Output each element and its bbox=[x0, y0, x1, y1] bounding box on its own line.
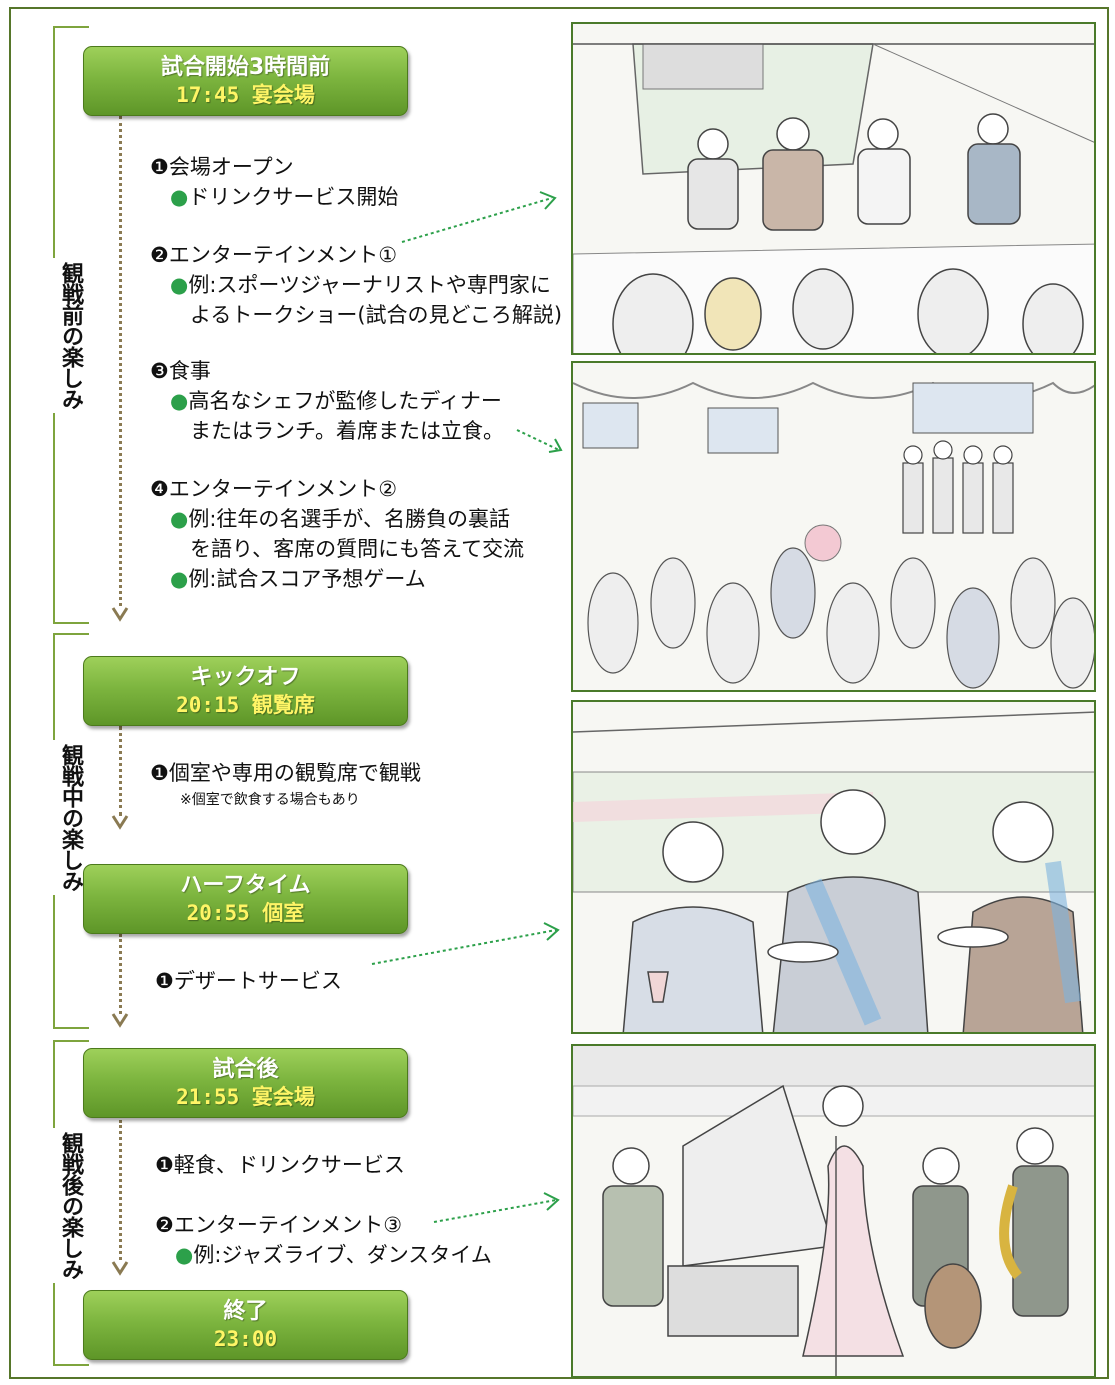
sub-item: ●例:ジャズライブ、ダンスタイム bbox=[175, 1240, 492, 1270]
sub-item-text: 例:スポーツジャーナリストや専門家に bbox=[188, 273, 551, 297]
flow-arrow-icon bbox=[111, 607, 129, 622]
badge-title: キックオフ bbox=[190, 665, 301, 690]
sub-item-text: 例:往年の名選手が、名勝負の裏話 bbox=[188, 507, 510, 531]
pointer-arrow-icon bbox=[433, 1192, 560, 1223]
badge-halftime: ハーフタイム 20:55 個室 bbox=[83, 864, 408, 934]
talk-show-illustration bbox=[571, 22, 1096, 355]
sub-item-cont: を語り、客席の質問にも答えて交流 bbox=[190, 537, 525, 561]
badge-time: 20:55 個室 bbox=[186, 901, 305, 925]
badge-time: 23:00 bbox=[213, 1327, 278, 1351]
item-entertainment-1: ❷エンターテインメント① bbox=[150, 243, 398, 267]
item-dessert: ❶デザートサービス bbox=[155, 969, 342, 993]
badge-title: 終了 bbox=[223, 1299, 268, 1324]
bullet-icon: ● bbox=[170, 567, 189, 591]
jazz-live-illustration bbox=[571, 1044, 1096, 1378]
sub-item: ●例:往年の名選手が、名勝負の裏話 bbox=[170, 504, 510, 534]
sub-item: ●高名なシェフが監修したディナー bbox=[170, 386, 502, 416]
flow-line bbox=[119, 726, 122, 816]
pointer-arrow-icon bbox=[401, 191, 557, 243]
badge-post-match: 試合後 21:55 宴会場 bbox=[83, 1048, 408, 1118]
bullet-icon: ● bbox=[170, 185, 189, 209]
badge-time: 17:45 宴会場 bbox=[176, 83, 315, 107]
item-entertainment-2: ❹エンターテインメント② bbox=[150, 477, 398, 501]
badge-title: 試合後 bbox=[212, 1057, 279, 1082]
phase-label-during: 観戦中の楽しみ bbox=[30, 740, 83, 895]
dinner-illustration bbox=[571, 361, 1096, 692]
phase-label-post: 観戦後の楽しみ bbox=[30, 1128, 83, 1283]
bullet-icon: ● bbox=[170, 389, 189, 413]
badge-title: 試合開始3時間前 bbox=[160, 55, 331, 80]
pointer-arrow-icon bbox=[516, 429, 563, 453]
sub-item-text: ドリンクサービス開始 bbox=[188, 185, 399, 209]
item-meal: ❸食事 bbox=[150, 359, 211, 383]
sub-item-text: 例:試合スコア予想ゲーム bbox=[188, 567, 426, 591]
badge-kickoff: キックオフ 20:15 観覧席 bbox=[83, 656, 408, 726]
flow-arrow-icon bbox=[111, 815, 129, 830]
bullet-icon: ● bbox=[170, 507, 189, 531]
item-venue-open: ❶会場オープン bbox=[150, 155, 294, 179]
badge-pre-match: 試合開始3時間前 17:45 宴会場 bbox=[83, 46, 408, 116]
sub-item-text: 高名なシェフが監修したディナー bbox=[188, 389, 502, 413]
flow-line bbox=[119, 1120, 122, 1260]
item-light-meal: ❶軽食、ドリンクサービス bbox=[155, 1153, 405, 1177]
sub-item-cont: またはランチ。着席または立食。 bbox=[190, 419, 504, 443]
bullet-icon: ● bbox=[175, 1243, 194, 1267]
badge-end: 終了 23:00 bbox=[83, 1290, 408, 1360]
flow-arrow-icon bbox=[111, 1013, 129, 1028]
badge-title: ハーフタイム bbox=[180, 873, 311, 898]
private-room-illustration bbox=[571, 700, 1096, 1034]
item-viewing: ❶個室や専用の観覧席で観戦 bbox=[150, 761, 421, 785]
sub-item-text: 例:ジャズライブ、ダンスタイム bbox=[193, 1243, 492, 1267]
item-entertainment-3: ❷エンターテインメント③ bbox=[155, 1213, 403, 1237]
sub-item-cont: よるトークショー(試合の見どころ解説) bbox=[190, 303, 563, 327]
phase-label-pre: 観戦前の楽しみ bbox=[30, 258, 83, 413]
sub-item: ●例:スポーツジャーナリストや専門家に bbox=[170, 270, 551, 300]
badge-time: 20:15 観覧席 bbox=[176, 693, 315, 717]
sub-item: ●例:試合スコア予想ゲーム bbox=[170, 564, 426, 594]
sub-item: ●ドリンクサービス開始 bbox=[170, 182, 398, 212]
bullet-icon: ● bbox=[170, 273, 189, 297]
flow-line bbox=[119, 934, 122, 1014]
pointer-arrow-icon bbox=[371, 922, 560, 965]
flow-arrow-icon bbox=[111, 1261, 129, 1276]
flow-line bbox=[119, 116, 122, 606]
item-note: ※個室で飲食する場合もあり bbox=[180, 792, 360, 808]
badge-time: 21:55 宴会場 bbox=[176, 1085, 315, 1109]
